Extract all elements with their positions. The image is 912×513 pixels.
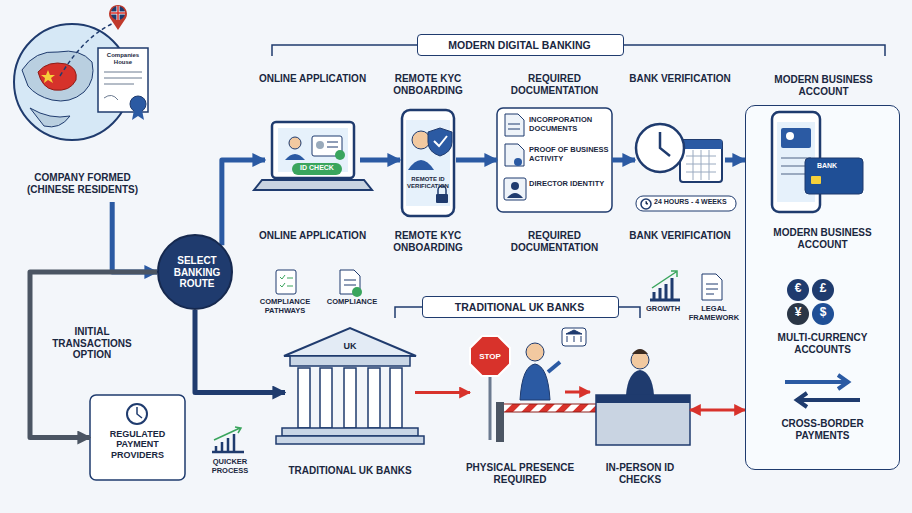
currency-symbol: ¥	[787, 306, 809, 320]
clock-calendar-icon	[636, 124, 736, 211]
node-text: MODERN BUSINESS ACCOUNT	[756, 74, 891, 97]
process-step: REMOTE KYC ONBOARDINGREMOTE ID VERIFICAT…	[400, 108, 456, 218]
node-text: REQUIRED DOCUMENTATION	[497, 73, 612, 96]
route-circle: SELECT BANKING ROUTE	[157, 234, 233, 310]
flow-arrow	[112, 202, 157, 272]
provider-panel	[90, 395, 185, 480]
growth-icon	[650, 271, 680, 300]
icon-label: QUICKER PROCESS	[194, 458, 266, 475]
flow-arrow	[415, 391, 470, 394]
section-banner: MODERN DIGITAL BANKING	[417, 34, 624, 56]
node-text: MODERN BUSINESS ACCOUNT	[754, 227, 891, 250]
process-step: BANK VERIFICATIONBANK VERIFICATION	[635, 118, 725, 190]
flow-arrow	[690, 409, 745, 412]
compliance-icons	[276, 270, 362, 297]
flow-arrow	[30, 272, 157, 438]
account-panel: MODERN BUSINESS ACCOUNTBANKMODERN BUSINE…	[745, 105, 900, 470]
node-text: ID CHECK	[292, 164, 342, 172]
icon-label: LEGAL FRAMEWORK	[686, 305, 742, 322]
node-text: PHYSICAL PRESENCE REQUIRED	[458, 462, 582, 485]
node-text: COMPANY FORMED (CHINESE RESIDENTS)	[15, 172, 150, 195]
node-text: REMOTE ID VERIFICATION	[406, 176, 450, 190]
side-note: INITIAL TRANSACTIONS OPTION	[42, 326, 142, 361]
icon-label: GROWTH	[638, 305, 688, 314]
node-text: ONLINE APPLICATION	[257, 73, 368, 85]
person	[520, 328, 586, 400]
currency-symbol: €	[787, 282, 809, 296]
node-text: IN-PERSON ID CHECKS	[585, 462, 695, 485]
company-globe: COMPANY FORMED (CHINESE RESIDENTS)	[15, 12, 150, 202]
node-text: CROSS-BORDER PAYMENTS	[754, 418, 891, 441]
bracket	[272, 45, 885, 56]
node-text: STOP	[473, 352, 507, 361]
node-text: REGULATED PAYMENT PROVIDERS	[95, 429, 180, 460]
node-text: REMOTE KYC ONBOARDING	[373, 230, 483, 253]
currency-symbol: £	[812, 282, 834, 296]
node-text: BANK	[810, 162, 844, 170]
bank-step: STOPPHYSICAL PRESENCE REQUIRED	[470, 330, 565, 455]
flow-arrow	[195, 310, 285, 393]
flow-arrow	[222, 160, 265, 245]
desk-clerk	[596, 349, 690, 445]
quicker-icon	[212, 427, 244, 452]
node-text: DIRECTOR IDENTITY	[529, 180, 609, 189]
account-panel	[745, 105, 900, 470]
node-text: UK	[335, 341, 365, 351]
node-text: MULTI-CURRENCY ACCOUNTS	[754, 332, 891, 355]
duration-badge: 24 HOURS - 4 WEEKS	[654, 198, 734, 206]
flow-arrow	[725, 158, 745, 163]
flow-arrow	[565, 391, 590, 394]
node-text: BANK VERIFICATION	[625, 73, 735, 85]
node-text: BANK VERIFICATION	[625, 230, 735, 242]
flow-arrow	[612, 158, 635, 163]
node-text: PROOF OF BUSINESS ACTIVITY	[529, 146, 609, 163]
legal-icon	[702, 274, 722, 300]
node-text: REQUIRED DOCUMENTATION	[497, 230, 612, 253]
section-banner: TRADITIONAL UK BANKS	[422, 296, 619, 318]
currency-symbol: $	[812, 306, 834, 320]
documents-panel	[497, 108, 612, 212]
node-text: ONLINE APPLICATION	[257, 230, 368, 242]
node-text: INCORPORATION DOCUMENTS	[529, 116, 609, 133]
bank-building	[276, 328, 424, 444]
process-step: ONLINE APPLICATIONID CHECKONLINE APPLICA…	[265, 118, 360, 200]
bank-step: UKTRADITIONAL UK BANKS	[285, 330, 415, 455]
icon-label: COMPLIANCE PATHWAYS	[246, 298, 324, 315]
laptop-icon	[254, 122, 372, 190]
bank-step: IN-PERSON ID CHECKS	[590, 335, 690, 455]
node-text: TRADITIONAL UK BANKS	[423, 301, 617, 313]
flow-arrow	[456, 158, 497, 163]
provider-box: REGULATED PAYMENT PROVIDERS	[90, 395, 185, 480]
flow-arrow	[360, 158, 400, 163]
phone-icon	[402, 110, 454, 216]
node-text: REMOTE KYC ONBOARDING	[373, 73, 483, 96]
bracket	[395, 307, 640, 318]
icon-label: COMPLIANCE	[322, 298, 382, 307]
node-text: SELECT BANKING ROUTE	[165, 255, 229, 290]
globe	[14, 5, 148, 140]
node-text: MODERN DIGITAL BANKING	[418, 39, 622, 51]
node-text: TRADITIONAL UK BANKS	[280, 465, 420, 477]
barrier	[496, 402, 604, 442]
doc-title: Companies House	[100, 52, 146, 66]
documents-box: REQUIRED DOCUMENTATIONINCORPORATION DOCU…	[497, 108, 612, 212]
